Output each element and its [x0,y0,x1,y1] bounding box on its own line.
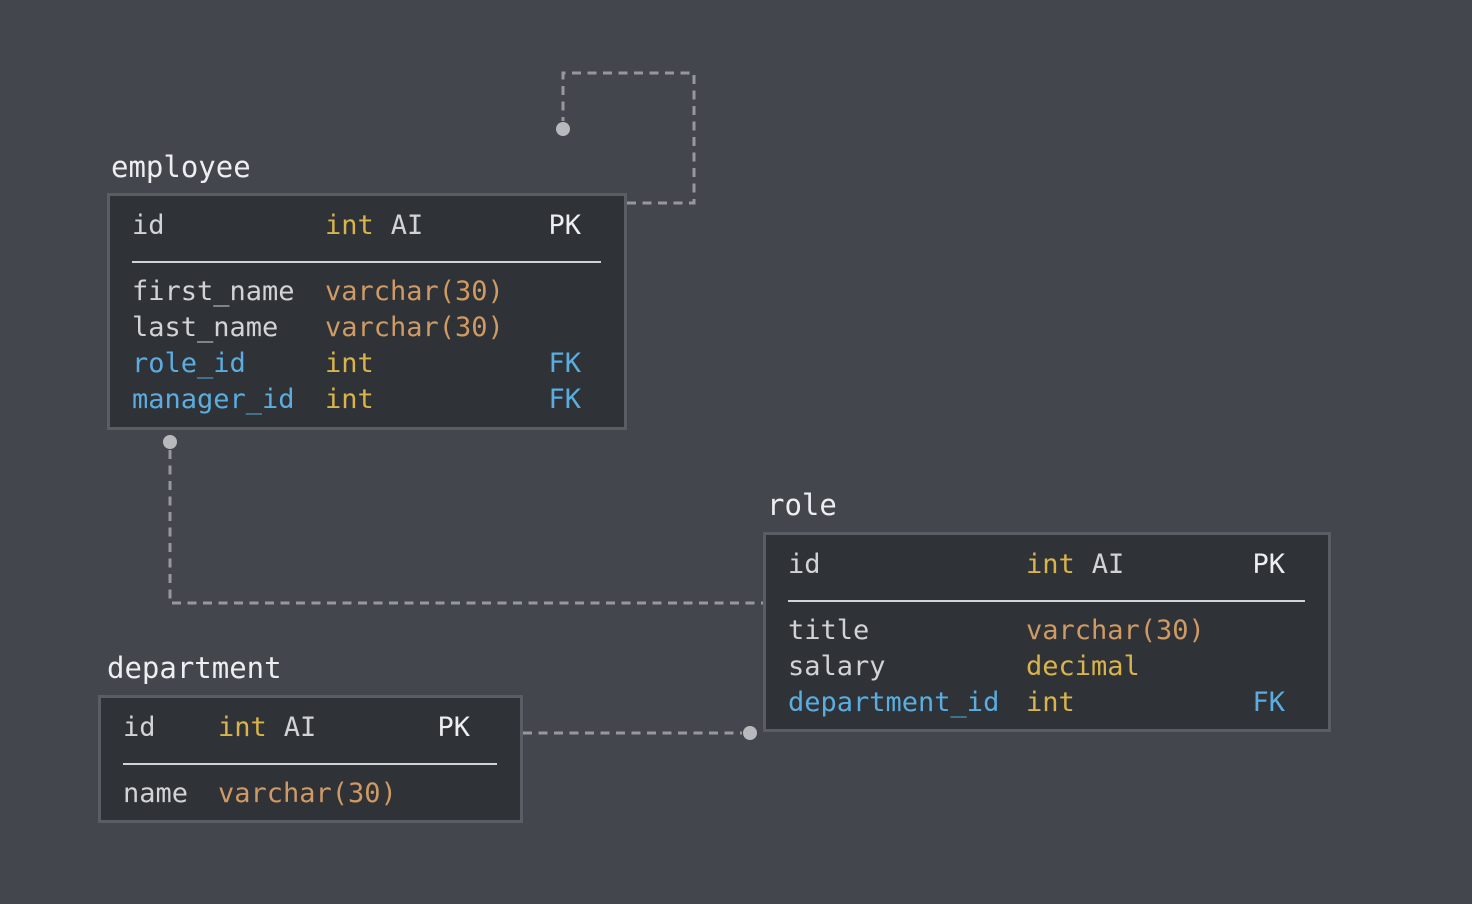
connector-dot-employee-self[interactable] [556,122,570,136]
header-separator [788,600,1305,602]
column-key: PK [548,210,581,241]
column-name: id [123,712,156,743]
table-title-role: role [767,488,837,522]
column-key: PK [1252,549,1285,580]
column-name: title [788,615,870,646]
column-name: id [132,210,165,241]
table-row: manager_id int FK [110,382,624,418]
column-type-name: int [325,348,374,379]
table-body: first_name varchar(30) last_name varchar… [110,274,624,418]
column-type: varchar(30) [325,310,504,346]
column-key: FK [1252,687,1285,718]
table-title-employee: employee [111,150,251,184]
column-key: FK [548,384,581,415]
table-title-department: department [107,651,282,685]
table-row: id int AI PK [101,708,520,748]
column-type-name: varchar(30) [325,276,504,307]
column-attr: AI [283,712,317,743]
column-type: int AI [325,206,423,246]
table-row: id int AI PK [110,206,624,246]
column-name: id [788,549,821,580]
column-name: department_id [788,687,1000,718]
table-row: name varchar(30) [101,776,520,812]
column-type: varchar(30) [325,274,504,310]
table-employee[interactable]: id int AI PK first_name varchar(30) last_… [107,193,627,430]
column-type: varchar(30) [1026,613,1205,649]
relationship-employee-self-loop[interactable] [561,71,696,205]
table-role[interactable]: id int AI PK title varchar(30) salary dec… [763,532,1331,732]
column-attr: AI [1091,549,1125,580]
column-name: name [123,778,189,809]
table-row: first_name varchar(30) [110,274,624,310]
table-department[interactable]: id int AI PK name varchar(30) [98,695,523,823]
column-type: int AI [1026,545,1124,585]
column-type-name: int [1026,549,1075,580]
table-row: last_name varchar(30) [110,310,624,346]
column-type-name: int [218,712,267,743]
column-type-name: varchar(30) [218,778,397,809]
column-type-name: int [325,384,374,415]
column-type-name: int [325,210,374,241]
column-type: int [325,382,374,418]
table-row: id int AI PK [766,545,1328,585]
column-type-name: varchar(30) [1026,615,1205,646]
column-type: int [325,346,374,382]
column-key: FK [548,348,581,379]
header-separator [132,261,601,263]
column-type: int AI [218,708,316,748]
column-name: manager_id [132,384,295,415]
relationship-employee-role[interactable] [168,450,763,605]
table-row: department_id int FK [766,685,1328,721]
column-type-name: decimal [1026,651,1140,682]
table-row: title varchar(30) [766,613,1328,649]
table-body: title varchar(30) salary decimal departm… [766,613,1328,721]
table-row: salary decimal [766,649,1328,685]
column-type-name: int [1026,687,1075,718]
column-type: decimal [1026,649,1140,685]
column-type-name: varchar(30) [325,312,504,343]
table-body: name varchar(30) [101,776,520,812]
column-type: varchar(30) [218,776,397,812]
column-name: salary [788,651,886,682]
column-name: role_id [132,348,246,379]
column-key: PK [437,712,470,743]
column-name: first_name [132,276,295,307]
header-separator [123,763,497,765]
column-attr: AI [390,210,424,241]
column-name: last_name [132,312,279,343]
column-type: int [1026,685,1075,721]
connector-dot-department-role[interactable] [743,726,757,740]
table-row: role_id int FK [110,346,624,382]
connector-dot-employee-role[interactable] [163,435,177,449]
